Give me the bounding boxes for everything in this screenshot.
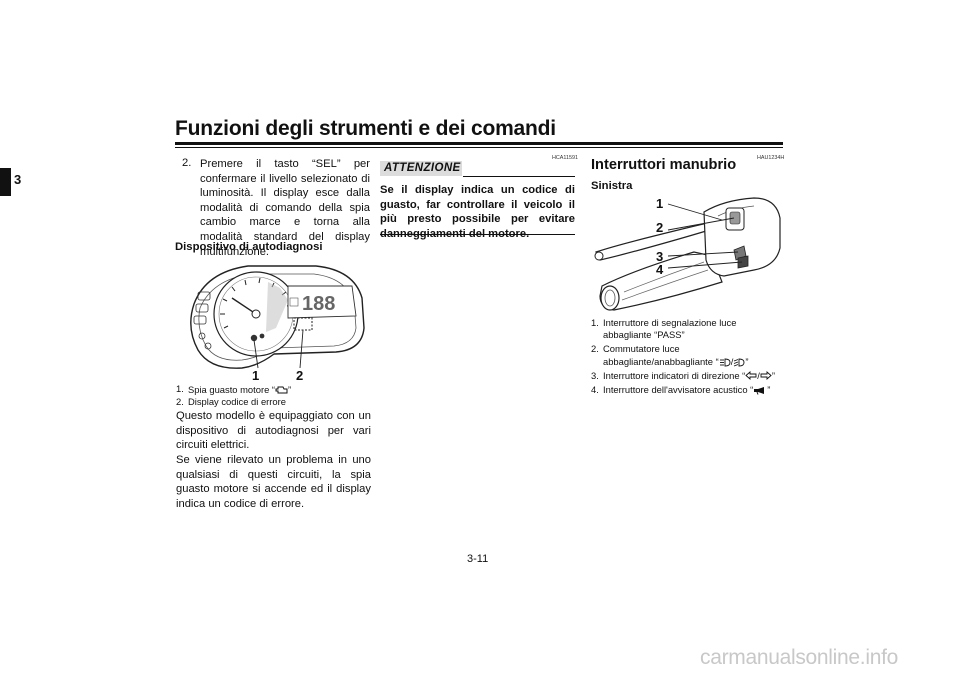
- right-arrow-icon: [760, 370, 772, 380]
- caption-item: 4. Interruttore dell'avvisatore acustico…: [591, 384, 783, 396]
- caption-text: Interruttore dell'avvisatore acustico “: [603, 384, 754, 396]
- figure-callout-4: 4: [656, 262, 664, 277]
- horn-icon: [754, 387, 765, 395]
- figure-callout-2: 2: [296, 368, 304, 383]
- caption-item: 1. Interruttore di segnalazione luce abb…: [591, 317, 783, 341]
- svg-text:188: 188: [302, 293, 335, 315]
- caption-separator: /: [730, 355, 734, 367]
- figure-callout-3: 3: [656, 249, 664, 264]
- caption-text: Display codice di errore: [188, 396, 286, 408]
- left-arrow-icon: [745, 370, 757, 380]
- watermark: carmanualsonline.info: [700, 646, 898, 669]
- reference-code: HCA11591: [552, 155, 578, 161]
- paragraph-1: Questo modello è equipaggiato con un dis…: [176, 410, 371, 452]
- caption-number: 1.: [176, 383, 184, 394]
- caption-text-end: ”: [771, 369, 775, 381]
- header-rule-thin: [175, 147, 783, 148]
- caption-number: 3.: [591, 369, 599, 381]
- handlebar-switch-illustration: [594, 197, 781, 311]
- caption-list-right: 1. Interruttore di segnalazione luce abb…: [591, 317, 783, 396]
- caption-item: 3. Interruttore indicatori di direzione …: [591, 370, 783, 382]
- caption-list-left: 1. Spia guasto motore “ ” 2. Display codi…: [176, 383, 371, 408]
- chapter-number: 3: [14, 172, 22, 187]
- subheading-sinistra: Sinistra: [591, 180, 633, 192]
- attention-text: Se il display indica un codice di guasto…: [380, 184, 575, 240]
- caption-text-end: ”: [745, 355, 749, 367]
- step-number: 2.: [182, 157, 192, 169]
- caption-number: 4.: [591, 384, 599, 396]
- caption-item: 1. Spia guasto motore “ ”: [176, 383, 371, 396]
- high-beam-icon: [719, 358, 731, 367]
- caption-item: 2. Display codice di errore: [176, 396, 371, 408]
- attention-rule-bottom: [380, 234, 575, 235]
- page-title: Funzioni degli strumenti e dei comandi: [175, 117, 556, 140]
- caption-text-end: ”: [288, 384, 292, 395]
- instrument-cluster-illustration: 188: [190, 265, 365, 369]
- figure-callout-1: 1: [252, 368, 260, 383]
- section-heading-autodiagnosi: Dispositivo di autodiagnosi: [175, 241, 323, 253]
- caption-item: 2. Commutatore luce abbagliante/anabbagl…: [591, 343, 783, 367]
- caption-number: 1.: [591, 317, 599, 328]
- caption-number: 2.: [591, 343, 599, 355]
- attention-badge: [380, 161, 462, 176]
- attention-label: ATTENZIONE: [384, 162, 461, 174]
- figure-callout-2: 2: [656, 220, 664, 235]
- page-number: 3-11: [467, 553, 489, 565]
- caption-text: Interruttore indicatori di direzione “: [603, 369, 746, 381]
- caption-separator: /: [757, 369, 760, 381]
- caption-number: 2.: [176, 396, 184, 408]
- engine-icon: [275, 386, 288, 394]
- caption-text: Interruttore di segnalazione luce abbagl…: [603, 317, 737, 341]
- step-text: Premere il tasto “SEL” per confermare il…: [200, 158, 370, 258]
- figure-callout-1: 1: [656, 196, 664, 211]
- chapter-tab: [0, 168, 11, 196]
- caption-text: Spia guasto motore “: [188, 384, 276, 395]
- reference-code: HAU1234H: [757, 155, 785, 161]
- caption-text-end: ”: [767, 384, 771, 396]
- low-beam-icon: [734, 358, 745, 367]
- header-rule: [175, 142, 783, 145]
- paragraph-2: Se viene rilevato un problema in uno qua…: [176, 454, 371, 510]
- section-title: Interruttori manubrio: [591, 157, 737, 173]
- caption-text: Commutatore luce abbagliante/anabbaglian…: [603, 343, 719, 367]
- attention-rule-top: [463, 176, 575, 177]
